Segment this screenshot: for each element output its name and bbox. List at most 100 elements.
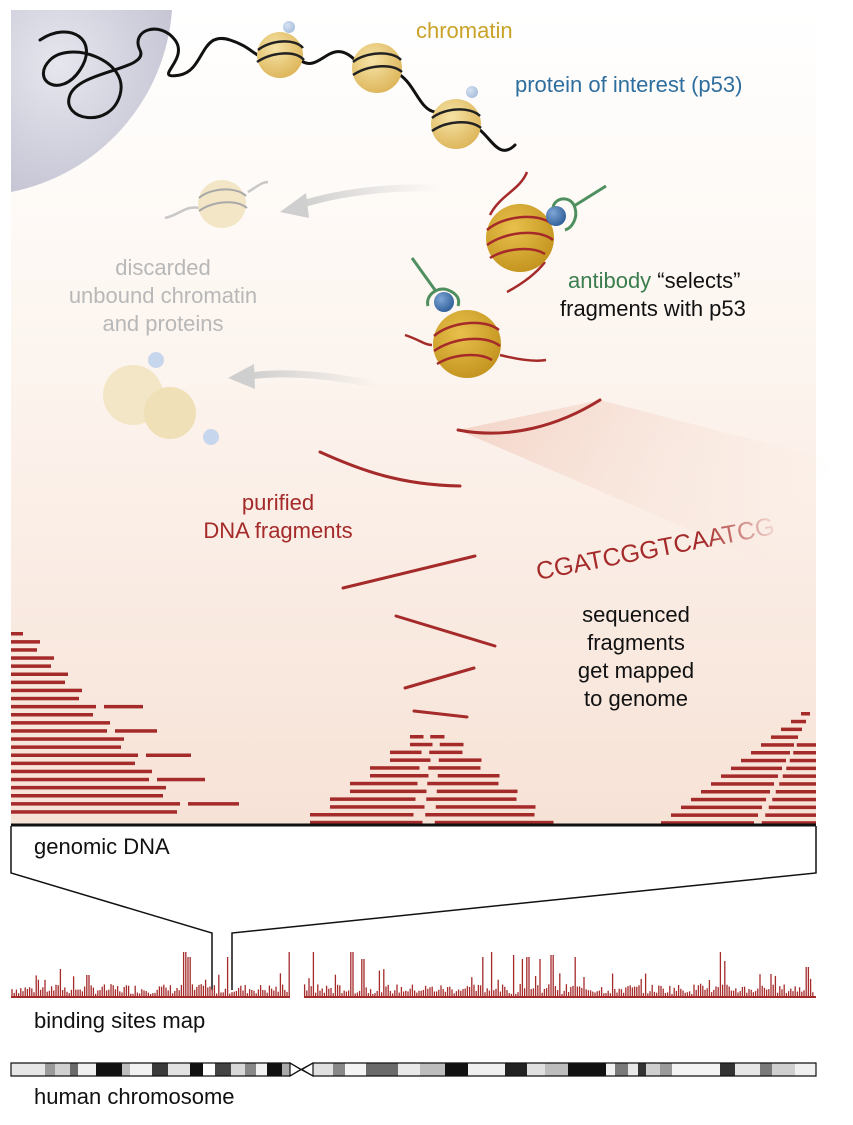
chromosome-band (615, 1063, 628, 1076)
sequence-read (775, 790, 816, 794)
sequence-read (104, 704, 143, 709)
sequenced-label: fragments (587, 630, 685, 655)
sequence-read (761, 743, 794, 747)
chromosome-band (70, 1063, 78, 1076)
chromosome-ideogram (10, 1061, 817, 1078)
chromosome-band (122, 1063, 130, 1076)
sequence-read (350, 789, 427, 794)
chromosome-band (398, 1063, 420, 1076)
sequence-read (691, 797, 766, 802)
zoom-bracket (10, 826, 817, 990)
sequence-read (428, 766, 481, 770)
purified-label: DNA fragments (203, 518, 352, 543)
sequence-read (791, 719, 806, 724)
sequence-read (789, 758, 816, 763)
sequence-read (435, 805, 536, 809)
chromatin-strand (298, 50, 357, 65)
chromosome-band (545, 1063, 568, 1076)
chromosome-band (505, 1063, 527, 1076)
chromosome-band (152, 1063, 168, 1076)
sequence-read (11, 810, 177, 814)
chromosome-band (420, 1063, 445, 1076)
chromosome-band (345, 1063, 366, 1076)
sequence-read (115, 729, 157, 733)
nucleus (11, 10, 172, 192)
binding-sites-map (11, 952, 816, 998)
sequence-read (11, 672, 68, 676)
sequence-read (390, 758, 431, 762)
sequence-read (661, 821, 754, 825)
chromosome-band (203, 1063, 215, 1076)
nucleosome (352, 43, 403, 93)
sequence-read (146, 753, 191, 757)
chromosome-band (130, 1063, 152, 1076)
nucleosome (431, 86, 482, 149)
sequence-read (796, 743, 816, 747)
chromatin-strand (478, 128, 517, 152)
chromatin-strand (38, 27, 270, 120)
chromosome-band (366, 1063, 398, 1076)
sequence-read (188, 802, 239, 806)
sequence-read (11, 664, 51, 668)
sequence-read (11, 656, 54, 660)
chromosome-band (231, 1063, 245, 1076)
antibody-bound-nucleosome (486, 171, 607, 294)
chromosome-band (256, 1063, 267, 1076)
chromosome-band (55, 1063, 70, 1076)
discard-arrow-head (280, 193, 309, 218)
sequence-read (793, 751, 816, 755)
sequence-read (11, 737, 124, 741)
chromosome-band (78, 1063, 96, 1076)
sequence-read (11, 640, 40, 644)
sequence-read (11, 777, 149, 782)
chromosome-band (190, 1063, 203, 1076)
sequence-read (429, 750, 463, 755)
chromosome-band (568, 1063, 606, 1076)
chromosome-band (646, 1063, 660, 1076)
sequence-read (721, 774, 778, 778)
discarded-label: discarded (115, 255, 210, 280)
sequence-read (370, 766, 420, 770)
sequence-read (768, 805, 816, 810)
read-pileups (11, 632, 816, 825)
sequence-read (782, 774, 816, 778)
chromosome-band (168, 1063, 190, 1076)
sequence-read (157, 777, 205, 782)
chromosome-band (672, 1063, 720, 1076)
sequence-read (410, 735, 424, 739)
chromosome-band (735, 1063, 760, 1076)
chromosome-outline (10, 1062, 817, 1077)
nucleosome (256, 21, 305, 78)
chromosome-band (282, 1063, 290, 1076)
chromosome-band (720, 1063, 735, 1076)
discard-arrow-head (228, 364, 255, 389)
protein-label: protein of interest (p53) (515, 72, 742, 97)
discard-arrow (249, 370, 379, 389)
chromosome-band (267, 1063, 282, 1076)
chromosome-band (606, 1063, 615, 1076)
sequence-read (681, 805, 762, 810)
discarded-label: unbound chromatin (69, 283, 257, 308)
antibody-label: fragments with p53 (560, 296, 746, 321)
sequence-read (11, 696, 79, 701)
sequence-read (11, 729, 107, 733)
sequence-read (11, 745, 121, 749)
sequenced-label: sequenced (582, 602, 690, 627)
sequence-read (711, 782, 774, 786)
chromosome-band (628, 1063, 638, 1076)
chromosome-band (468, 1063, 505, 1076)
chromatin-strand (398, 73, 437, 114)
chromosome-band (11, 1063, 45, 1076)
chromosome-band (795, 1063, 816, 1076)
genomic-dna-label: genomic DNA (34, 834, 170, 859)
sequence-read (11, 753, 138, 757)
discard-arrow (298, 184, 441, 209)
sequence-read (11, 688, 82, 693)
chromosome-band (760, 1063, 772, 1076)
sequence-read (390, 750, 422, 755)
chromosome-band (313, 1063, 333, 1076)
sequence-read (671, 813, 758, 817)
sequence-read (801, 712, 810, 716)
chromosome-band (660, 1063, 672, 1076)
sequence-read (425, 813, 535, 817)
